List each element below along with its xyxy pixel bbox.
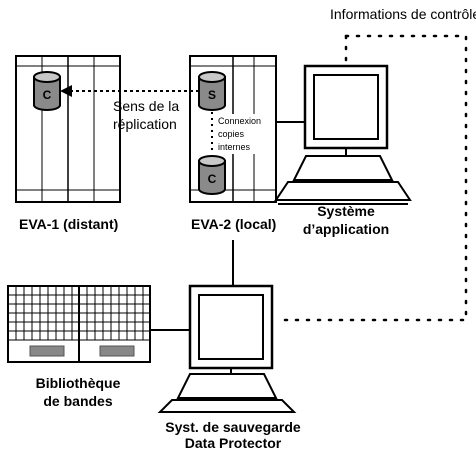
tape-library bbox=[7, 285, 151, 363]
backup-system-label-line1: Syst. de sauvegarde bbox=[165, 419, 301, 435]
application-system-computer bbox=[274, 64, 412, 205]
tape-library-label-line2: de bandes bbox=[43, 393, 112, 409]
eva1-disk-letter: C bbox=[43, 88, 52, 102]
tape-library-label-line1: Bibliothèque bbox=[36, 375, 121, 391]
app-system-label-line2: d’application bbox=[303, 221, 389, 237]
eva2-copy-disk-letter: C bbox=[208, 172, 217, 186]
replication-label-line1: Sens de la bbox=[113, 98, 179, 114]
internal-copies-label-line3: internes bbox=[218, 142, 251, 152]
internal-copies-label-line2: copies bbox=[218, 129, 245, 139]
replication-arrowhead bbox=[60, 85, 72, 97]
eva2-disk-s: S bbox=[198, 71, 226, 111]
backup-system-label-line2: Data Protector bbox=[185, 435, 282, 451]
eva1-label: EVA-1 (distant) bbox=[19, 216, 118, 232]
backup-system-computer bbox=[157, 284, 297, 413]
eva1-disk-c: C bbox=[33, 71, 61, 111]
eva2-label: EVA-2 (local) bbox=[191, 216, 276, 232]
control-info-label: Informations de contrôle bbox=[330, 6, 476, 22]
tape-drive-slot-left bbox=[29, 345, 65, 357]
eva1-storage-array bbox=[15, 55, 121, 203]
control-info-line bbox=[276, 34, 468, 322]
eva2-source-disk-letter: S bbox=[208, 88, 216, 102]
replication-label-line2: réplication bbox=[113, 116, 177, 132]
tape-drive-slot-right bbox=[99, 345, 135, 357]
app-system-label-line1: Système bbox=[317, 203, 375, 219]
eva2-disk-c: C bbox=[198, 155, 226, 195]
internal-copies-label-line1: Connexion bbox=[218, 116, 261, 126]
internal-copies-label-bg bbox=[213, 114, 265, 154]
